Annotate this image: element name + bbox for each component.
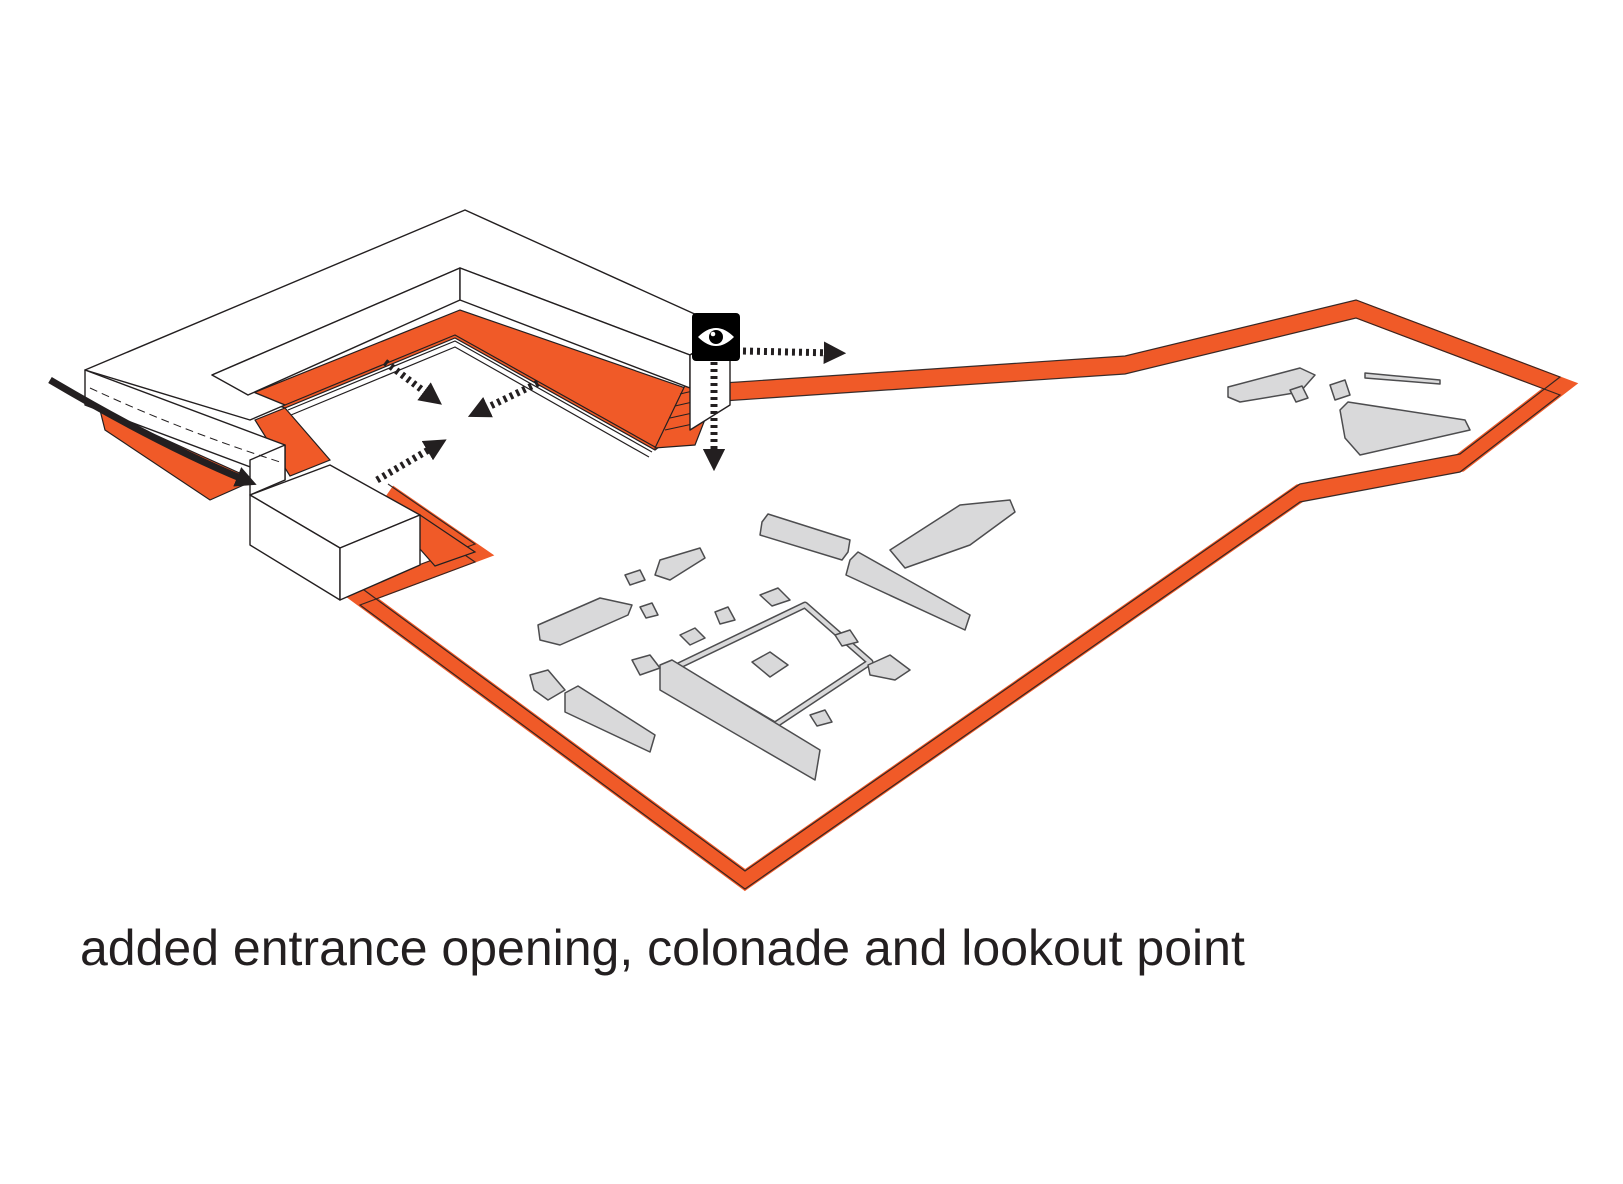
u-shaped-building	[84, 209, 731, 496]
entrance-arrow	[48, 376, 257, 487]
ruins	[529, 367, 1471, 781]
eye-icon	[692, 313, 740, 361]
view-arrows	[375, 341, 847, 484]
entrance-block	[249, 464, 421, 601]
diagram-caption: added entrance opening, colonade and loo…	[80, 920, 1245, 976]
